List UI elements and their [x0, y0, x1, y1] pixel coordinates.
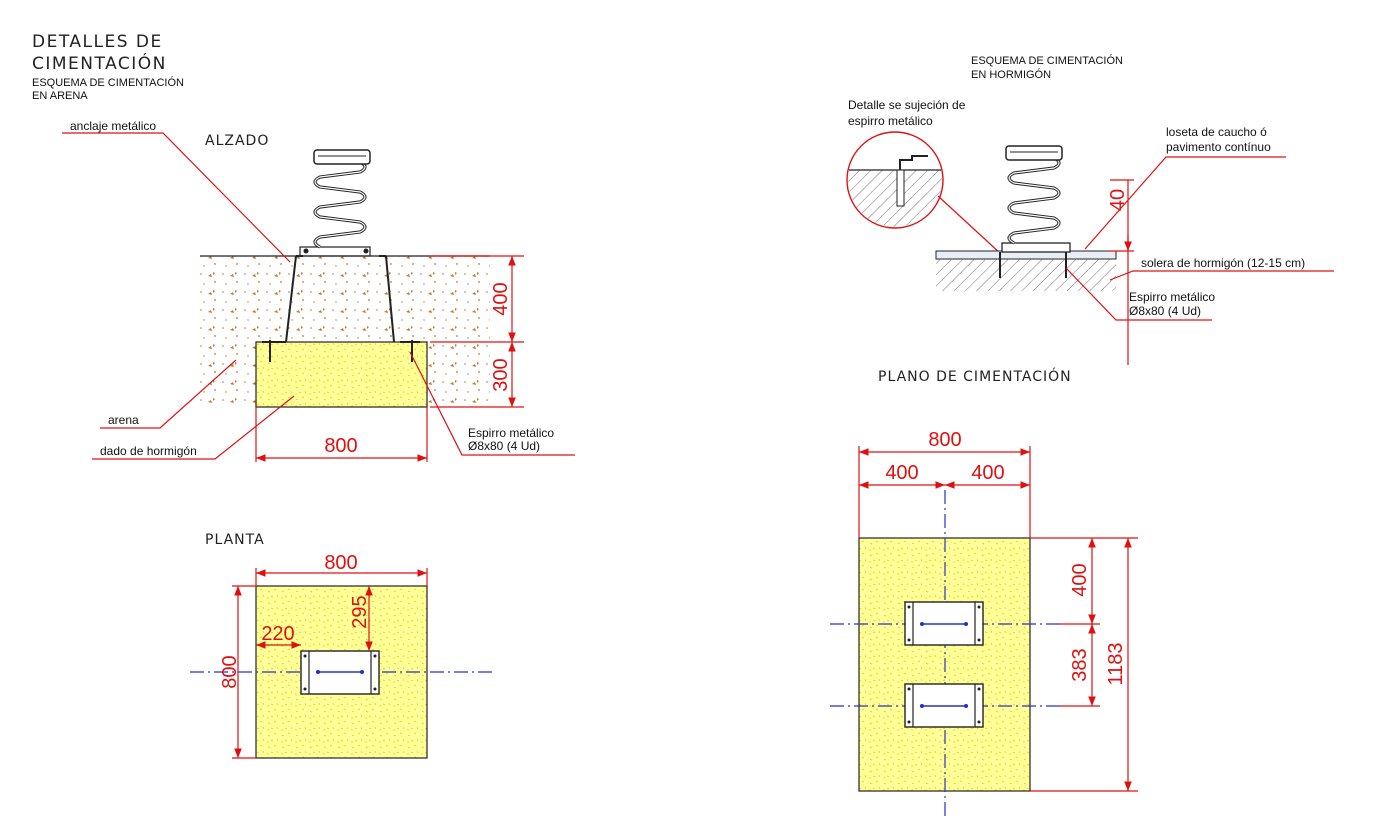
label-detalle-2: espirro metálico — [848, 114, 933, 128]
main-title-line1: DETALLES DE — [32, 32, 163, 52]
label-espirro-left-2: Ø8x80 (4 Ud) — [468, 439, 540, 453]
anchor-walls — [285, 255, 395, 343]
concrete-subtitle-line1: ESQUEMA DE CIMENTACIÓN — [971, 54, 1123, 67]
alzado-title: ALZADO — [205, 133, 269, 149]
alzado-section: anclaje metálico arena dado de hormigón … — [62, 119, 575, 462]
dim-concrete-40: 40 — [1107, 189, 1129, 211]
dim-plano-400-right: 400 — [971, 462, 1004, 484]
leader-solera — [1109, 270, 1334, 281]
plano-title: PLANO DE CIMENTACIÓN — [878, 367, 1072, 385]
label-espirro-right-2: Ø8x80 (4 Ud) — [1129, 304, 1201, 318]
base-plate — [299, 246, 371, 257]
dim-alzado-800: 800 — [324, 435, 357, 457]
spike-pins — [262, 340, 420, 362]
concrete-subtitle-line2: EN HORMIGÓN — [971, 68, 1051, 81]
leader-arena — [100, 359, 237, 429]
dim-planta-width: 800 — [324, 552, 357, 574]
label-espirro-left-1: Espirro metálico — [468, 426, 554, 440]
leader-espirro-left — [409, 351, 575, 456]
concrete-elevation: Detalle se sujeción de espirro metálico … — [846, 98, 1334, 365]
label-detalle-1: Detalle se sujeción de — [848, 98, 966, 112]
sand-subtitle-line2: EN ARENA — [32, 90, 88, 102]
label-loseta-1: loseta de caucho ó — [1166, 125, 1267, 139]
dim-plano-383: 383 — [1069, 648, 1091, 681]
label-espirro-right-1: Espirro metálico — [1129, 290, 1215, 304]
concrete-block — [255, 341, 428, 408]
label-arena: arena — [108, 413, 139, 427]
concrete-slab — [936, 259, 1116, 291]
leader-anclaje — [62, 132, 291, 263]
dim-planta-295: 295 — [349, 595, 371, 628]
label-anclaje: anclaje metálico — [70, 119, 156, 133]
dim-planta-220: 220 — [261, 623, 294, 645]
dim-plano-1183: 1183 — [1105, 642, 1127, 685]
dim-planta-height: 800 — [219, 655, 241, 688]
main-title-line2: CIMENTACIÓN — [32, 52, 167, 74]
seat-pad — [313, 149, 371, 165]
leader-loseta — [1084, 156, 1286, 250]
dim-plano-400-left: 400 — [885, 462, 918, 484]
sand-subtitle-line1: ESQUEMA DE CIMENTACIÓN — [32, 76, 184, 89]
label-loseta-2: pavimento contínuo — [1166, 140, 1271, 154]
label-solera: solera de hormigón (12-15 cm) — [1141, 256, 1305, 270]
dim-plano-800: 800 — [928, 429, 961, 451]
dim-alzado-300: 300 — [490, 358, 512, 391]
planta-section: 800 800 220 295 — [190, 552, 495, 759]
leader-dado — [92, 395, 295, 460]
planta-title: PLANTA — [205, 532, 265, 548]
dim-alzado-400: 400 — [490, 282, 512, 315]
dim-plano-400-top: 400 — [1069, 563, 1091, 596]
label-dado: dado de hormigón — [100, 444, 197, 458]
leader-espirro-right — [1065, 267, 1212, 321]
plano-section: 800 400 400 400 383 1183 — [830, 429, 1138, 818]
